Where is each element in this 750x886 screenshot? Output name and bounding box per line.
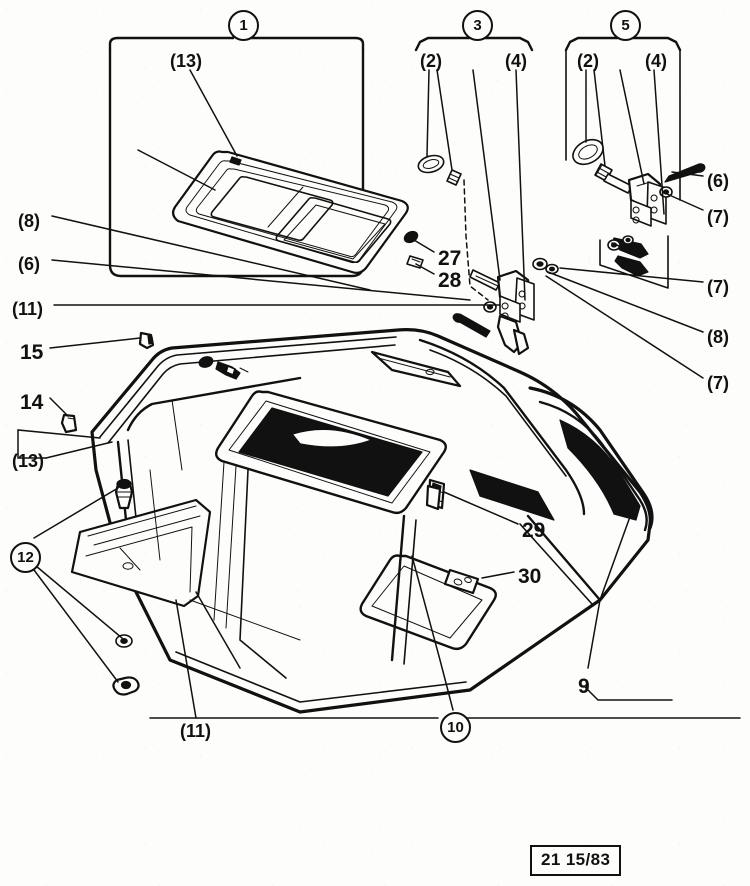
label-4-right: (4) [645, 51, 667, 71]
label-2-right: (2) [577, 51, 599, 71]
label-11-bottom: (11) [180, 721, 212, 741]
roof-fitting-bolt [198, 356, 249, 380]
side-fitting [425, 484, 442, 511]
roof-rail-right [370, 350, 462, 388]
washer-item-12 [115, 634, 133, 648]
plate-part-30 [443, 568, 480, 595]
label-6-right: (6) [707, 171, 729, 191]
nut-item-12 [112, 676, 140, 696]
callout-group-1[interactable]: 1 [228, 10, 259, 41]
callout-group-3[interactable]: 3 [462, 10, 493, 41]
latch-assembly-right [565, 49, 706, 289]
sunroof-panel-exploded [171, 150, 424, 274]
callout-group-5[interactable]: 5 [610, 10, 641, 41]
roof-rail-left [70, 498, 212, 608]
label-9: 9 [578, 675, 590, 698]
label-7-right-3: (7) [707, 373, 729, 393]
shared-washers [532, 257, 559, 275]
latch-right-bolt [664, 163, 706, 183]
label-11-left: (11) [12, 299, 44, 319]
label-8-left: (8) [18, 211, 40, 231]
label-7-right-2: (7) [707, 277, 729, 297]
label-15: 15 [20, 341, 44, 364]
label-27: 27 [438, 247, 462, 270]
rear-lower-opening [359, 554, 497, 651]
callout-item-12[interactable]: 12 [10, 542, 41, 573]
latch-left-bolt [452, 313, 491, 338]
label-7-right-1: (7) [707, 207, 729, 227]
group-3-bushing [446, 169, 462, 186]
callout-item-10[interactable]: 10 [440, 712, 471, 743]
label-30: 30 [518, 565, 542, 588]
label-28: 28 [438, 269, 462, 292]
label-14: 14 [20, 391, 44, 414]
roof-sunroof-opening [215, 390, 447, 515]
grommet-stud [114, 478, 134, 510]
label-2-left: (2) [420, 51, 442, 71]
latch-assembly-left [452, 269, 535, 356]
label-4-left: (4) [505, 51, 527, 71]
hardtop-body [70, 328, 654, 714]
label-13-top: (13) [170, 51, 203, 71]
label-13-left: (13) [12, 451, 45, 471]
group-3-parts [417, 154, 489, 301]
figure-caption-box: 21 15/83 [530, 845, 622, 876]
wedge-part-14 [60, 413, 78, 434]
leader-lines [17, 69, 741, 719]
label-29: 29 [522, 519, 546, 542]
label-8-right: (8) [707, 327, 729, 347]
label-6-left: (6) [18, 254, 40, 274]
clip-part-15 [138, 331, 155, 350]
